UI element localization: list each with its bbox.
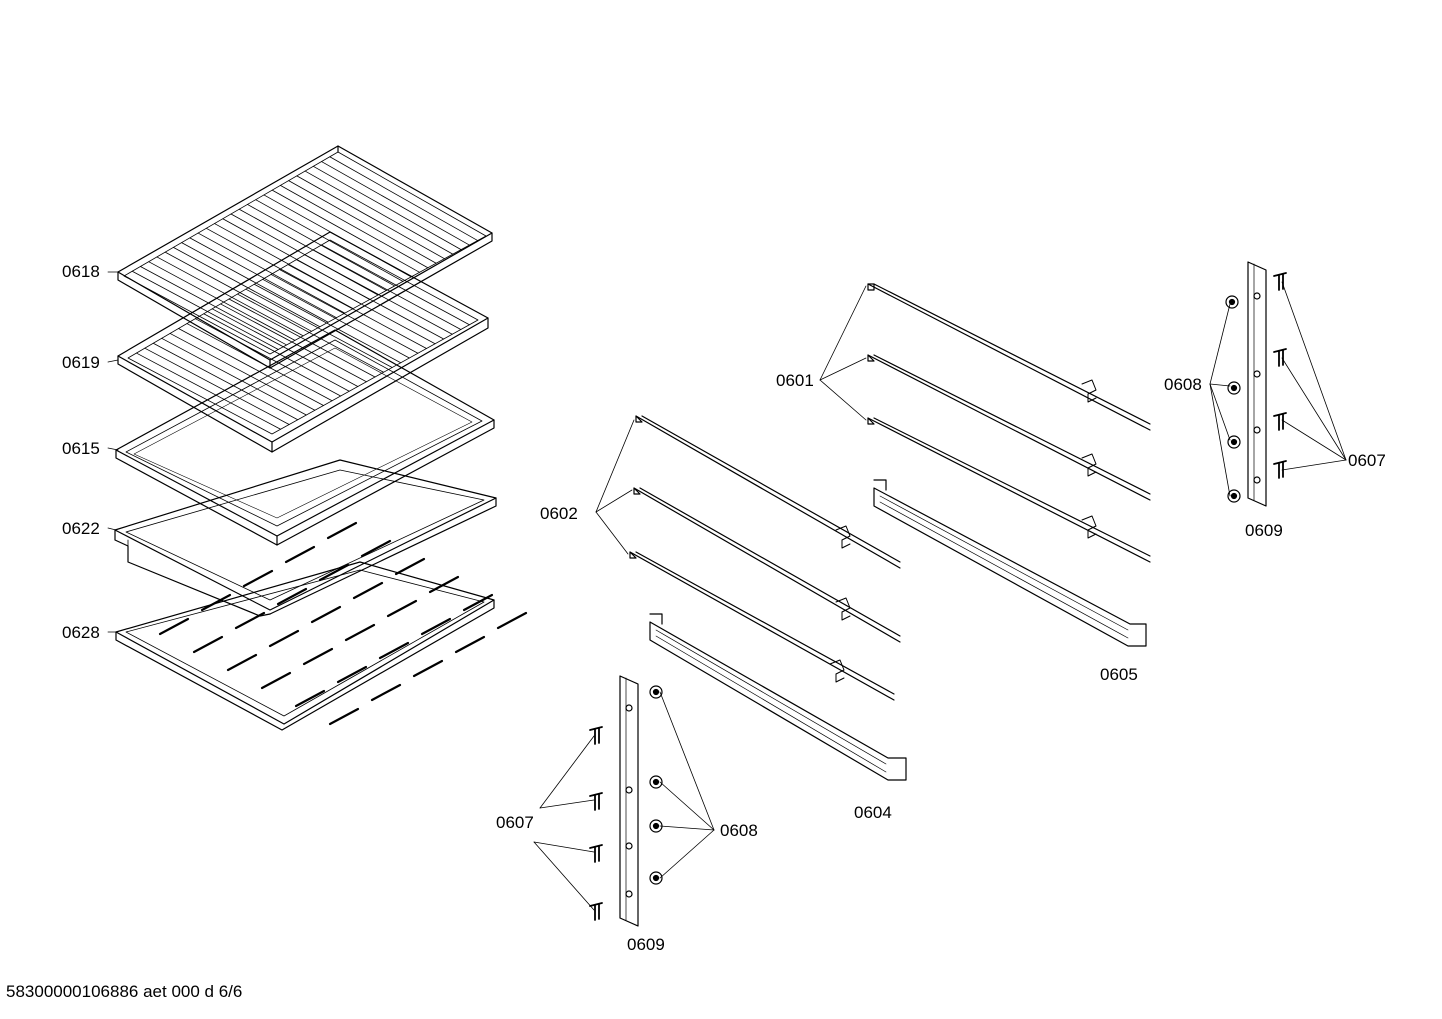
screw-icon: [589, 726, 603, 745]
profile-rail-0604: [649, 613, 907, 781]
label-0608-right: 0608: [1164, 375, 1202, 394]
rails-0602: [629, 415, 901, 701]
screw-icon: [589, 844, 603, 863]
grill-plate-0628: [115, 521, 528, 731]
rails-0601: [867, 283, 1151, 563]
label-0609-left: 0609: [627, 935, 665, 954]
label-0607-right: 0607: [1348, 451, 1386, 470]
label-0608-left: 0608: [720, 821, 758, 840]
label-0601: 0601: [776, 371, 814, 390]
label-0607-left: 0607: [496, 813, 534, 832]
label-0618: 0618: [62, 262, 100, 281]
label-0622: 0622: [62, 519, 100, 538]
fasteners: [589, 272, 1287, 921]
label-0628: 0628: [62, 623, 100, 642]
bracket-0609-right: [1247, 261, 1267, 507]
nut-icon: [1227, 435, 1241, 449]
leader-lines-right: [533, 281, 1347, 911]
nut-icon: [649, 871, 663, 885]
deep-pan-0622: [114, 459, 497, 617]
label-0619: 0619: [62, 353, 100, 372]
drawing-number: 58300000106886 aet 000 d 6/6: [6, 982, 243, 1001]
screw-icon: [1273, 348, 1287, 367]
bracket-0609-left: [619, 675, 639, 927]
nut-icon: [1227, 381, 1241, 395]
nut-icon: [1225, 295, 1239, 309]
label-0604: 0604: [854, 803, 892, 822]
nut-icon: [649, 685, 663, 699]
screw-icon: [1273, 412, 1287, 431]
baking-tray-0615: [115, 329, 495, 546]
screw-icon: [1273, 272, 1287, 291]
screw-icon: [589, 902, 603, 921]
label-0615: 0615: [62, 439, 100, 458]
label-0605: 0605: [1100, 665, 1138, 684]
label-0602: 0602: [540, 504, 578, 523]
nut-icon: [649, 775, 663, 789]
label-0609-right: 0609: [1245, 521, 1283, 540]
profile-rail-0605: [873, 479, 1147, 647]
wire-rack-0619: [117, 231, 489, 453]
nut-icon: [1227, 489, 1241, 503]
leader-lines-left: [107, 271, 119, 633]
screw-icon: [589, 792, 603, 811]
